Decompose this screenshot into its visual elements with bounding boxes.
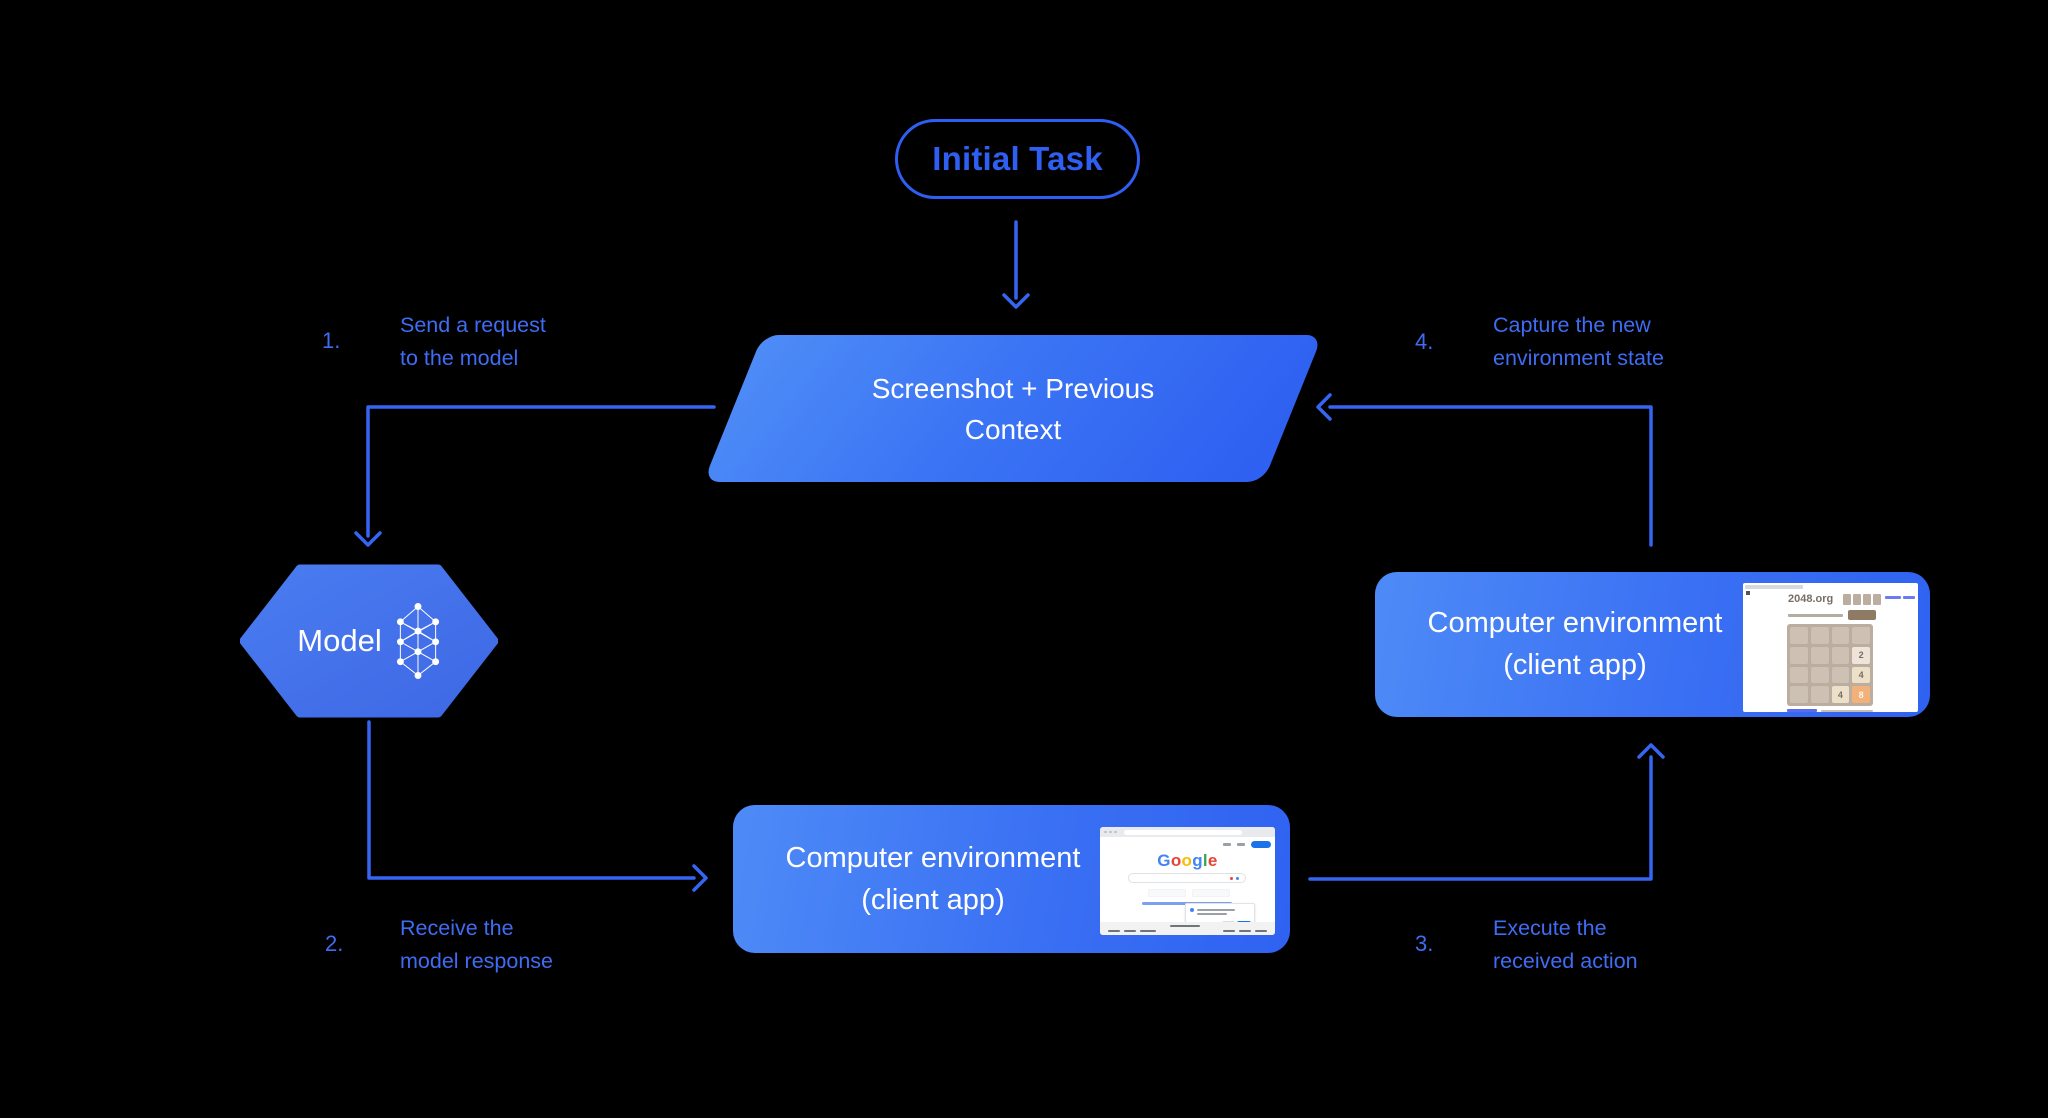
env-bottom-label: Computer environment (client app) — [785, 842, 1081, 916]
env-client-app-right-node: Computer environment (client app) 2048.o… — [1375, 572, 1930, 717]
env-client-app-bottom-node: Computer environment (client app) Google — [733, 805, 1290, 953]
google-search-box — [1128, 873, 1246, 883]
new-game-button — [1848, 610, 1876, 620]
google-search-thumbnail: Google — [1100, 827, 1275, 935]
google-footer — [1100, 922, 1275, 935]
footer-link-placeholder — [1239, 930, 1251, 932]
game-cell: 4 — [1831, 686, 1850, 703]
google-g-icon — [1190, 908, 1194, 912]
initial-task-node: Initial Task — [895, 119, 1140, 199]
top-link-placeholder — [1903, 596, 1915, 599]
game-cell: 4 — [1852, 666, 1870, 684]
top-link-placeholder — [1885, 596, 1901, 599]
address-bar — [1124, 829, 1242, 835]
footer-text-placeholder — [1170, 925, 1200, 927]
window-dot — [1114, 830, 1117, 833]
game-cell — [1831, 666, 1850, 684]
footer-link-placeholder — [1223, 930, 1235, 932]
bottom-text-placeholder — [1821, 709, 1873, 712]
arrow-model-to-env — [367, 720, 708, 892]
arrow-env-to-context — [1316, 393, 1653, 547]
google-search-button — [1148, 889, 1186, 897]
game-cell — [1810, 646, 1829, 664]
footer-link-placeholder — [1108, 930, 1120, 932]
browser-tab-placeholder — [1745, 585, 1803, 589]
score-box — [1843, 594, 1851, 605]
feeling-lucky-button — [1192, 889, 1230, 897]
game-cell: 2 — [1852, 646, 1870, 664]
initial-task-label: Initial Task — [932, 140, 1103, 177]
footer-link-placeholder — [1124, 930, 1136, 932]
env-right-label: Computer environment (client app) — [1427, 607, 1723, 681]
google-logo: Google — [1157, 851, 1218, 870]
step-4-label: Capture the new environment state — [1493, 313, 1664, 370]
game-cell — [1810, 686, 1829, 703]
arrow-task-to-context — [1002, 220, 1030, 309]
game-cell: 8 — [1852, 686, 1870, 703]
model-label: Model — [297, 623, 382, 658]
dialog-text-placeholder — [1197, 913, 1227, 915]
nav-link-placeholder — [1223, 843, 1231, 846]
lens-icon — [1230, 876, 1233, 880]
model-node — [240, 564, 498, 718]
game-cell — [1810, 666, 1829, 684]
neural-network-icon — [396, 603, 439, 679]
step-2-label: Receive the model response — [400, 916, 553, 973]
step-2-number: 2. — [325, 931, 344, 956]
window-dot — [1104, 830, 1107, 833]
game-cell — [1852, 627, 1870, 644]
step-1-label: Send a request to the model — [400, 313, 546, 370]
score-box — [1863, 594, 1871, 605]
mic-icon — [1236, 876, 1239, 880]
subtitle-placeholder — [1788, 614, 1843, 617]
footer-link-placeholder — [1255, 930, 1267, 932]
step-1-number: 1. — [322, 328, 341, 353]
nav-link-placeholder — [1237, 843, 1245, 846]
arrow-env-to-env — [1308, 743, 1665, 881]
window-dot — [1109, 830, 1112, 833]
bottom-link-placeholder — [1787, 709, 1817, 712]
screenshot-context-label: Screenshot + Previous Context — [871, 373, 1155, 445]
game-cell — [1831, 646, 1850, 664]
game-cell — [1790, 686, 1808, 703]
browser-chrome-bar — [1100, 827, 1275, 837]
game-cell — [1790, 627, 1808, 644]
favicon-placeholder — [1746, 591, 1750, 595]
score-box — [1873, 594, 1881, 605]
footer-link-placeholder — [1140, 930, 1156, 932]
dialog-text-placeholder — [1197, 909, 1235, 911]
game-cell — [1810, 627, 1829, 644]
google-signin-button — [1251, 841, 1271, 848]
score-box — [1853, 594, 1861, 605]
step-4-number: 4. — [1415, 329, 1434, 354]
game-title: 2048.org — [1788, 593, 1834, 605]
arrow-context-to-model — [354, 405, 716, 547]
step-3-number: 3. — [1415, 931, 1434, 956]
step-3-label: Execute the received action — [1493, 916, 1638, 973]
game-cell — [1831, 627, 1850, 644]
game-cell — [1790, 646, 1808, 664]
game-cell — [1790, 666, 1808, 684]
